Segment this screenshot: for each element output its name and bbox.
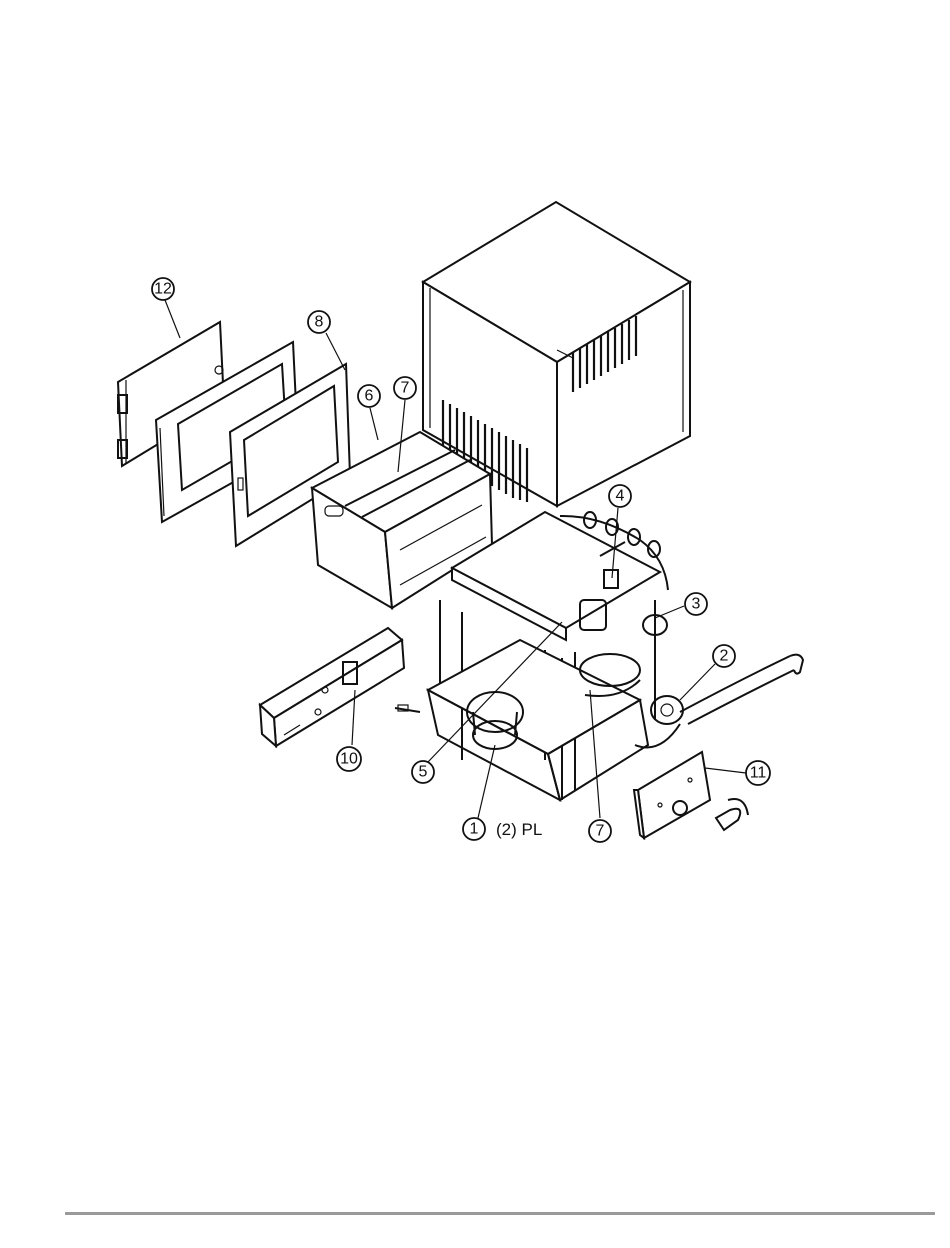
control-panel [260, 628, 404, 746]
callout-12-label: 12 [154, 281, 172, 298]
callout-5-label: 5 [419, 764, 428, 781]
callout-1-label: 1 [470, 821, 479, 838]
footer-rule [65, 1212, 935, 1215]
callout-7-top-label: 7 [401, 380, 410, 397]
callout-6-label: 6 [365, 388, 374, 405]
callout-4: 4 [609, 485, 631, 507]
drain-hose [635, 655, 803, 748]
callout-10-label: 10 [340, 751, 358, 768]
callout-7-bottom-label: 7 [596, 823, 605, 840]
callout-6: 6 [358, 385, 380, 407]
callout-7-bottom: 7 [589, 820, 611, 842]
callout-1: 1 [463, 818, 485, 840]
callout-12: 12 [152, 278, 174, 300]
callout-8: 8 [308, 311, 330, 333]
callout-5: 5 [412, 761, 434, 783]
callout-8-label: 8 [315, 314, 324, 331]
junction-box [634, 752, 748, 838]
callout-3: 3 [685, 593, 707, 615]
callout-7-top: 7 [394, 377, 416, 399]
callout-3-label: 3 [692, 596, 701, 613]
callout-11-label: 11 [750, 765, 767, 782]
callout-2-label: 2 [720, 648, 729, 665]
callout-4-label: 4 [616, 488, 625, 505]
quantity-note: (2) PL [496, 820, 542, 839]
callout-10: 10 [337, 747, 361, 771]
callout-2: 2 [713, 645, 735, 667]
callout-11: 11 [746, 761, 770, 785]
